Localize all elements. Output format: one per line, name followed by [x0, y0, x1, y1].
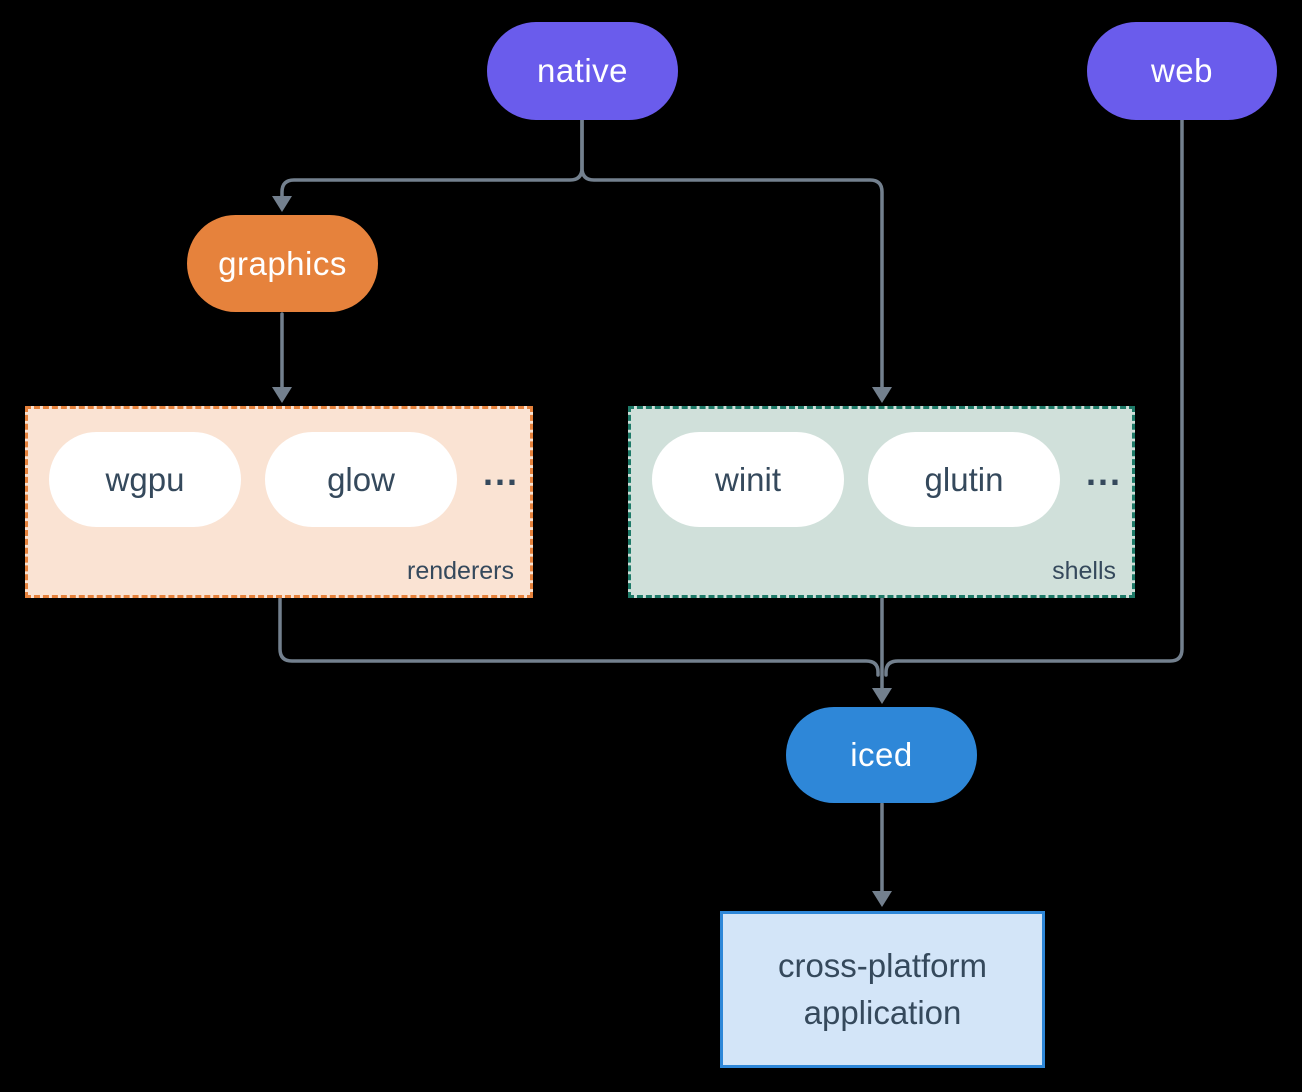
node-winit: winit: [652, 432, 844, 527]
node-graphics: graphics: [187, 215, 378, 312]
node-glow: glow: [265, 432, 457, 527]
group-renderers: wgpu glow ... renderers: [25, 406, 533, 598]
node-glutin: glutin: [868, 432, 1060, 527]
node-iced: iced: [786, 707, 977, 803]
node-web: web: [1087, 22, 1277, 120]
arrowhead-application: [872, 891, 892, 907]
shells-ellipsis: ...: [1086, 451, 1123, 493]
renderers-pill-row: wgpu glow ...: [28, 409, 530, 527]
group-shells: winit glutin ... shells: [628, 406, 1135, 598]
connector-renderers-to-iced: [278, 597, 880, 677]
renderers-group-label: renderers: [407, 557, 514, 585]
arrowhead-shells: [872, 387, 892, 403]
connector-web-to-iced: [884, 118, 1184, 677]
renderers-ellipsis: ...: [483, 451, 520, 493]
arrowhead-iced: [872, 688, 892, 704]
shells-group-label: shells: [1052, 557, 1116, 585]
arrowhead-renderers: [272, 387, 292, 403]
arrowhead-graphics: [272, 196, 292, 212]
shells-pill-row: winit glutin ...: [631, 409, 1132, 527]
connector-native-to-graphics: [280, 118, 584, 198]
connector-native-to-shells: [580, 118, 884, 389]
node-native: native: [487, 22, 678, 120]
node-wgpu: wgpu: [49, 432, 241, 527]
node-application: cross-platform application: [720, 911, 1045, 1068]
